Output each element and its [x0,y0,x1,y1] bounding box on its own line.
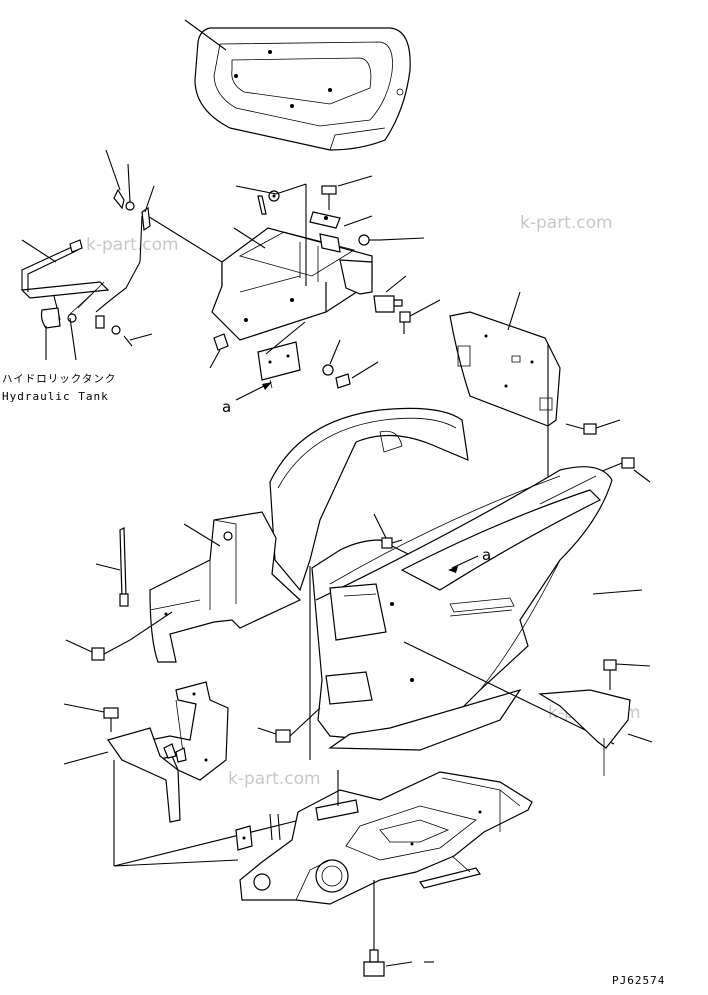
cab-shell [269,407,613,751]
bracket-hardware [257,185,411,334]
view-a-arrow-2 [451,555,479,569]
support-bolt [103,707,119,732]
lever-bolt [91,639,131,661]
watermark-2: k-part.com [520,213,613,233]
drawing-code: PJ62574 [612,974,665,987]
cab-bolt-lower [275,707,321,743]
hydraulic-tank-label-en: Hydraulic Tank [2,390,109,403]
seat-bracket [211,227,373,341]
cab-bolt [381,537,403,549]
right-plate [538,659,631,776]
support-bracket [107,681,229,823]
watermark-1: k-part.com [86,235,179,255]
tank-rod [20,215,143,347]
rear-cover [449,311,561,427]
view-a-label-1: a [222,398,231,416]
hydraulic-tank-label-jp: ハイドロリックタンク [2,373,116,385]
lever-rod [119,527,129,607]
lever-box [149,511,302,663]
rear-bolts [565,423,635,473]
leader-seat [184,19,227,51]
view-a-label-2: a [482,546,491,564]
small-parts-frame [235,813,281,851]
lower-frame [239,771,533,905]
tank-pins [113,188,151,232]
seat-cushion [194,27,411,151]
watermark-4: k-part.com [228,769,321,789]
view-a-arrow-1 [235,383,269,401]
bottom-bolt [363,880,385,977]
